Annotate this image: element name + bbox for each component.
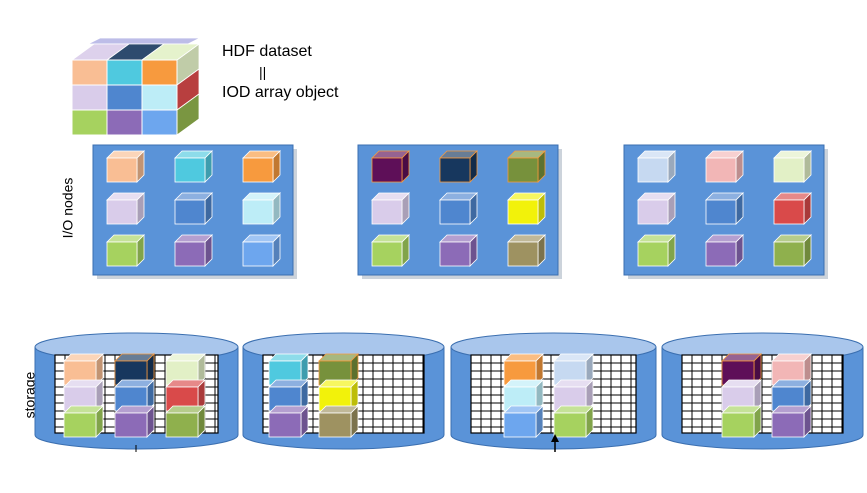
data-block-cube bbox=[637, 150, 676, 183]
data-block-cube bbox=[773, 150, 812, 183]
storage-block-cube bbox=[63, 405, 104, 438]
dataset-cube-face bbox=[71, 59, 108, 86]
storage-block-cube bbox=[771, 405, 812, 438]
data-block-cube bbox=[242, 192, 281, 225]
storage-grid bbox=[681, 354, 844, 434]
io-node-panel bbox=[623, 144, 828, 279]
data-block-cube bbox=[507, 234, 546, 267]
data-block-cube bbox=[773, 192, 812, 225]
storage-block-cube bbox=[553, 405, 594, 438]
storage-block-cube bbox=[721, 405, 762, 438]
data-block-cube bbox=[242, 150, 281, 183]
data-block-cube bbox=[705, 150, 744, 183]
storage-grid bbox=[470, 354, 637, 434]
title-line-1: HDF dataset bbox=[222, 43, 312, 60]
data-block-cube bbox=[637, 192, 676, 225]
data-block-cube bbox=[773, 234, 812, 267]
data-block-cube bbox=[371, 234, 410, 267]
storage-block-cube bbox=[165, 405, 206, 438]
data-block-cube bbox=[507, 150, 546, 183]
data-block-cube bbox=[439, 150, 478, 183]
arrow-up-icon bbox=[551, 434, 559, 442]
title-line-2: || bbox=[259, 64, 267, 80]
io-node-panel bbox=[357, 144, 562, 279]
data-block-cube bbox=[705, 192, 744, 225]
storage-block-cube bbox=[114, 353, 155, 386]
data-block-cube bbox=[507, 192, 546, 225]
dataset-cube-face bbox=[141, 84, 178, 111]
storage-block-cube bbox=[318, 405, 359, 438]
dataset-cube-face bbox=[141, 109, 178, 136]
data-block-cube bbox=[371, 192, 410, 225]
storage-block-cube bbox=[268, 405, 309, 438]
data-block-cube bbox=[174, 150, 213, 183]
storage-block-cube bbox=[771, 379, 812, 412]
dataset-cube-face bbox=[106, 84, 143, 111]
dataset-cube-face bbox=[106, 59, 143, 86]
data-block-cube bbox=[439, 192, 478, 225]
dataset-cube-face bbox=[141, 59, 178, 86]
io-node-panel bbox=[92, 144, 297, 279]
storage-block-cube bbox=[114, 405, 155, 438]
data-block-cube bbox=[637, 234, 676, 267]
data-block-cube bbox=[705, 234, 744, 267]
storage-disk bbox=[34, 332, 239, 450]
storage-block-cube bbox=[503, 405, 544, 438]
dataset-cube-top bbox=[87, 37, 201, 45]
data-block-cube bbox=[371, 150, 410, 183]
dataset-cube-face bbox=[106, 109, 143, 136]
data-block-cube bbox=[106, 234, 145, 267]
data-block-cube bbox=[106, 150, 145, 183]
storage-block-cube bbox=[114, 379, 155, 412]
dataset-cube bbox=[70, 37, 201, 136]
data-block-cube bbox=[242, 234, 281, 267]
data-block-cube bbox=[174, 192, 213, 225]
storage-block-cube bbox=[63, 353, 104, 386]
storage-disk bbox=[450, 332, 657, 450]
dataset-cube-face bbox=[71, 109, 108, 136]
title-line-3: IOD array object bbox=[222, 84, 339, 101]
storage-disk bbox=[661, 332, 864, 450]
data-block-cube bbox=[439, 234, 478, 267]
dataset-cube-face bbox=[71, 84, 108, 111]
storage-disk bbox=[242, 332, 445, 450]
data-block-cube bbox=[106, 192, 145, 225]
data-block-cube bbox=[174, 234, 213, 267]
